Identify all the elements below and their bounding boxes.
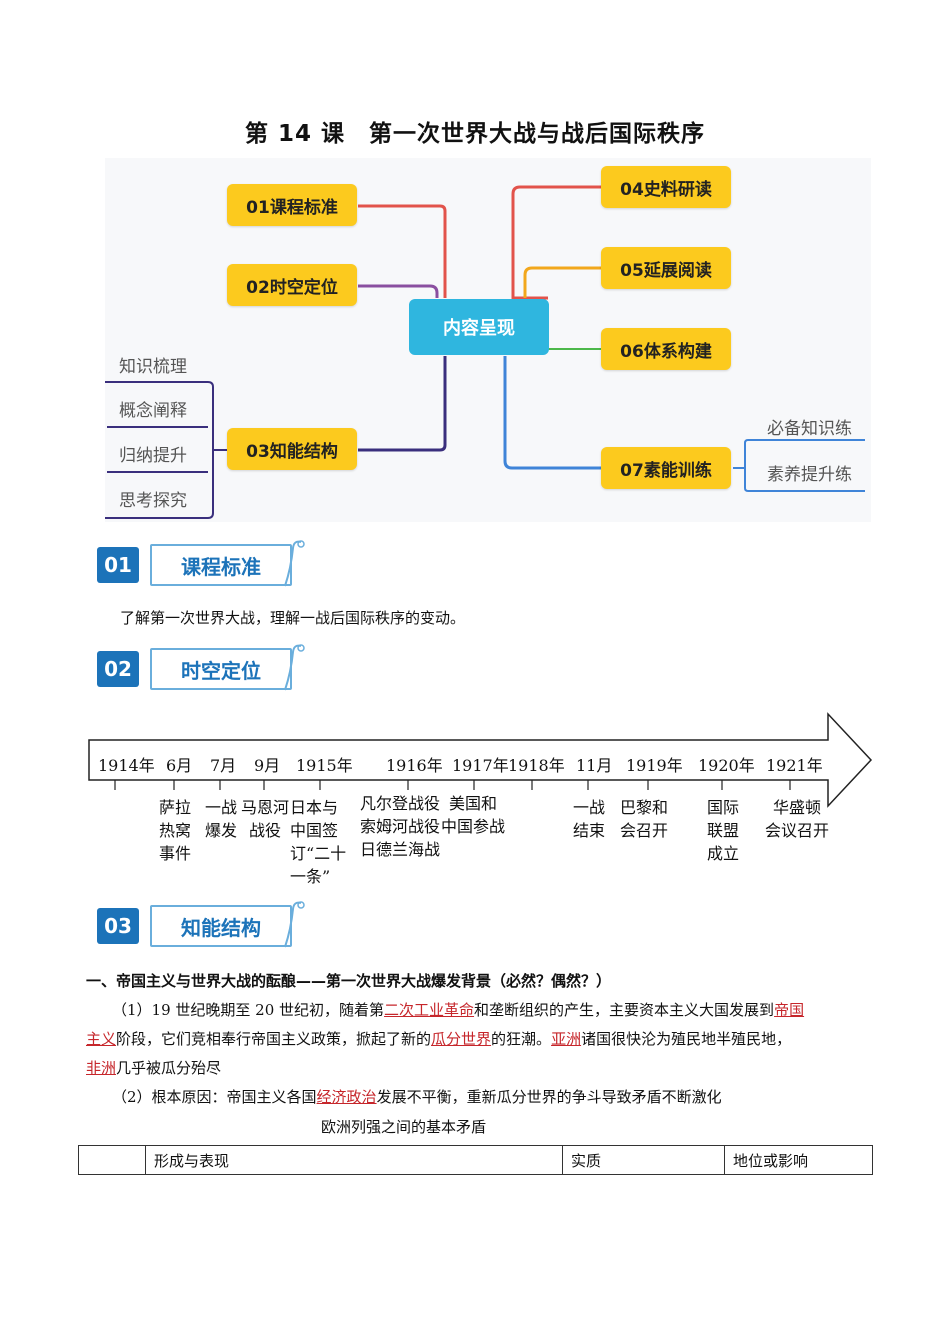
page-title: 第 14 课 第一次世界大战与战后国际秩序 (244, 121, 706, 147)
timeline-year: 1919年 (626, 756, 683, 775)
timeline-year: 6月 (166, 756, 193, 775)
timeline-event: 国际 联盟 成立 (706, 798, 739, 863)
ribbon-curl-icon (284, 901, 305, 948)
part1-paragraph-2: （2）根本原因：帝国主义各国经济政治发展不平衡，重新瓜分世界的争斗导致矛盾不断激… (86, 1083, 876, 1112)
timeline-year: 1918年 (508, 756, 565, 775)
section-header-01: 01 课程标准 (97, 540, 317, 588)
section-header-02: 02 时空定位 (97, 644, 317, 692)
blank-answer: 非洲 (86, 1059, 117, 1077)
ribbon-curl-icon (284, 540, 305, 587)
timeline-event: 一战 爆发 (204, 798, 237, 840)
blank-answer: 经济政治 (316, 1088, 377, 1106)
leaf-concept: 概念阐释 (119, 401, 187, 421)
section-label: 课程标准 (150, 544, 292, 586)
leaf-literacy: 素养提升练 (767, 465, 852, 485)
timeline-event: 美国和 中国参战 (440, 794, 505, 836)
timeline-event: 马恩河 战役 (240, 798, 289, 840)
table-header-cell: 实质 (562, 1145, 725, 1175)
timeline-year: 1920年 (698, 756, 755, 775)
timeline-event: 萨拉 热窝 事件 (158, 798, 191, 863)
text: 的狂潮。 (491, 1030, 552, 1048)
timeline-event: 凡尔登战役 索姆河战役 日德兰海战 (359, 794, 440, 859)
timeline-year: 1917年 (452, 756, 509, 775)
timeline-year: 9月 (254, 756, 281, 775)
node-02-timeline[interactable]: 02时空定位 (227, 264, 357, 306)
timeline-year: 1916年 (386, 756, 443, 775)
timeline-year: 1914年 (98, 756, 155, 775)
blank-answer: 帝国 (774, 1001, 805, 1019)
text: 诸国很快沦为殖民地半殖民地， (581, 1030, 792, 1048)
curriculum-standard-text: 了解第一次世界大战，理解一战后国际秩序的变动。 (120, 609, 466, 627)
section-number: 03 (97, 908, 139, 944)
table-header-row: 形成与表现 实质 地位或影响 (78, 1145, 873, 1175)
mind-map: 01课程标准 02时空定位 03知能结构 内容呈现 04史料研读 05延展阅读 … (105, 158, 871, 522)
blank-answer: 亚洲 (551, 1030, 582, 1048)
text: （1）19 世纪晚期至 20 世纪初，随着第 (112, 1001, 385, 1019)
mind-map-connectors (105, 185, 865, 519)
timeline-event: 一战 结束 (572, 798, 605, 840)
text: （2）根本原因：帝国主义各国 (112, 1088, 317, 1106)
section-number: 01 (97, 547, 139, 583)
text: 和垄断组织的产生，主要资本主义大国发展到 (474, 1001, 775, 1019)
timeline-event: 日本与 中国签 订“二十 一条” (290, 798, 347, 886)
timeline-year: 1915年 (296, 756, 353, 775)
leaf-summary: 归纳提升 (119, 446, 187, 466)
section-header-03: 03 知能结构 (97, 901, 317, 949)
table-caption: 欧洲列强之间的基本矛盾 (321, 1118, 487, 1136)
node-center[interactable]: 内容呈现 (409, 299, 549, 355)
table-header-cell (78, 1145, 146, 1175)
leaf-inquiry: 思考探究 (119, 491, 187, 511)
node-04-sources[interactable]: 04史料研读 (601, 166, 731, 208)
leaf-knowledge: 知识梳理 (119, 357, 187, 377)
timeline-arrow (88, 712, 873, 808)
part1-paragraph-1: （1）19 世纪晚期至 20 世纪初，随着第二次工业革命和垄断组织的产生，主要资… (86, 996, 876, 1083)
section-label: 时空定位 (150, 648, 292, 690)
ribbon-curl-icon (284, 644, 305, 691)
blank-answer: 瓜分世界 (431, 1030, 492, 1048)
table-header-cell: 形成与表现 (145, 1145, 563, 1175)
timeline-event: 华盛顿 会议召开 (764, 798, 829, 840)
node-01-curriculum[interactable]: 01课程标准 (227, 184, 357, 226)
timeline-year: 1921年 (766, 756, 823, 775)
leaf-essential: 必备知识练 (767, 419, 852, 439)
text: 几乎被瓜分殆尽 (116, 1059, 222, 1077)
timeline-year: 11月 (576, 756, 613, 775)
blank-answer: 主义 (86, 1030, 117, 1048)
node-03-structure[interactable]: 03知能结构 (227, 428, 357, 470)
contradictions-table: 形成与表现 实质 地位或影响 (78, 1145, 873, 1175)
section-label: 知能结构 (150, 905, 292, 947)
timeline-event: 巴黎和 会召开 (619, 798, 668, 840)
blank-answer: 二次工业革命 (384, 1001, 475, 1019)
section-number: 02 (97, 651, 139, 687)
timeline-year: 7月 (210, 756, 237, 775)
text: 阶段，它们竞相奉行帝国主义政策，掀起了新的 (116, 1030, 432, 1048)
node-05-reading[interactable]: 05延展阅读 (601, 247, 731, 289)
part1-heading: 一、帝国主义与世界大战的酝酿——第一次世界大战爆发背景（必然？偶然？） (86, 972, 612, 990)
node-06-system[interactable]: 06体系构建 (601, 328, 731, 370)
table-header-cell: 地位或影响 (724, 1145, 873, 1175)
node-07-training[interactable]: 07素能训练 (601, 447, 731, 489)
text: 发展不平衡，重新瓜分世界的争斗导致矛盾不断激化 (376, 1088, 722, 1106)
